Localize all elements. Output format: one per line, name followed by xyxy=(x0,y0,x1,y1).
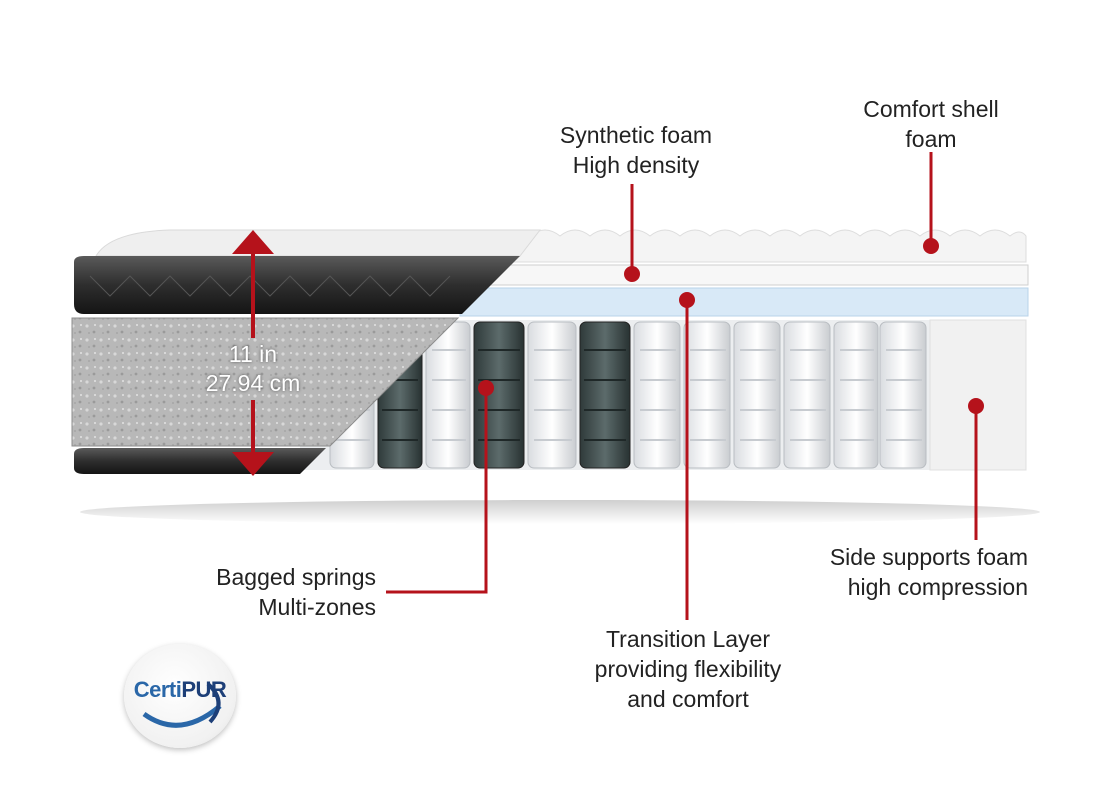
comfort-shell-line1: Comfort shell xyxy=(863,96,999,122)
callout-leaders xyxy=(386,152,978,620)
pillow-top xyxy=(95,229,542,257)
bagged-springs-label: Bagged springs Multi-zones xyxy=(176,562,376,622)
spring-pocket xyxy=(473,321,525,469)
bagged-springs-line2: Multi-zones xyxy=(258,594,376,620)
side-supports-label: Side supports foam high compression xyxy=(786,542,1028,602)
spring-pocket xyxy=(783,321,831,469)
height-label: 11 in 27.94 cm xyxy=(192,340,314,398)
side-quilted-panel xyxy=(71,317,460,447)
side-support-foam xyxy=(929,319,1027,471)
certipur-logo-text: CertiPUR xyxy=(124,677,236,703)
bottom-cover-band xyxy=(74,448,326,474)
callout-dots xyxy=(478,238,984,414)
transition-layer-dot xyxy=(679,292,695,308)
mattress-exterior xyxy=(71,229,542,474)
bagged-springs-leader xyxy=(386,388,488,594)
spring-pocket xyxy=(527,321,577,469)
spring-pocket xyxy=(879,321,927,469)
spring-pocket xyxy=(579,321,631,469)
synthetic-foam-line1: Synthetic foam xyxy=(559,122,713,148)
top-cover-band xyxy=(74,256,520,314)
synthetic-foam-layer xyxy=(469,264,1029,286)
side-supports-line1: Side supports foam xyxy=(829,544,1028,570)
spring-pocket xyxy=(633,321,681,469)
height-centimeters: 27.94 cm xyxy=(205,370,301,396)
height-inches: 11 in xyxy=(228,341,278,367)
synthetic-foam-dot xyxy=(624,266,640,282)
side-supports-dot xyxy=(968,398,984,414)
side-supports-line2: high compression xyxy=(847,574,1028,600)
synthetic-foam-line2: High density xyxy=(572,152,700,178)
comfort-shell-foam-layer xyxy=(469,229,1027,263)
transition-layer-line1: Transition Layer xyxy=(605,626,771,652)
transition-layer-line2: providing flexibility xyxy=(594,656,782,682)
arrow-down-icon xyxy=(232,452,274,476)
transition-layer xyxy=(459,287,1029,317)
arrow-up-icon xyxy=(232,230,274,254)
certipur-swoosh xyxy=(142,682,222,728)
spring-pocket xyxy=(833,321,879,469)
transition-layer-label: Transition Layer providing flexibility a… xyxy=(568,624,808,714)
comfort-shell-label: Comfort shell foam xyxy=(836,94,1026,154)
transition-layer-line3: and comfort xyxy=(627,686,749,712)
certipur-seal-icon: CertiPUR xyxy=(124,644,236,748)
certipur-part1: Certi xyxy=(133,677,182,702)
certipur-part2: PUR xyxy=(181,677,227,702)
synthetic-foam-label: Synthetic foam High density xyxy=(536,120,736,180)
comfort-shell-line2: foam xyxy=(905,126,957,152)
bagged-springs-line1: Bagged springs xyxy=(216,564,376,590)
height-dimension-arrow xyxy=(232,230,274,476)
bagged-springs-dot xyxy=(478,380,494,396)
top-cover-quilt-lines xyxy=(89,275,451,297)
floor-shadow xyxy=(80,500,1040,524)
spring-pocket xyxy=(683,321,731,469)
comfort-shell-dot xyxy=(923,238,939,254)
spring-pocket xyxy=(733,321,781,469)
